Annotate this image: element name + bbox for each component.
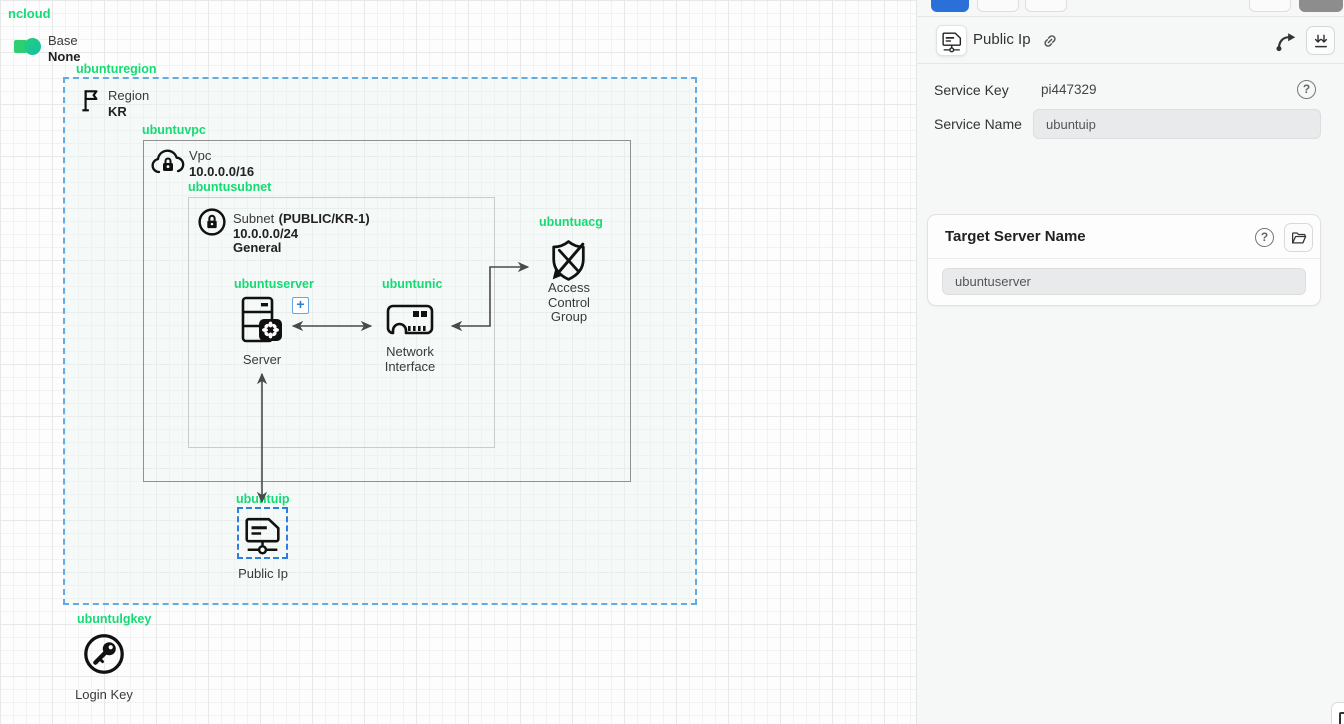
subnet-qualifier: (PUBLIC/KR-1)	[278, 211, 370, 226]
properties-panel: Public Ip	[916, 0, 1344, 724]
toolbar-strip	[917, 0, 1344, 17]
acg-shield-icon[interactable]	[544, 236, 593, 285]
server-add-button[interactable]: +	[292, 297, 309, 314]
toolbar-button-2[interactable]	[977, 0, 1019, 12]
login-key-name-label: ubuntulgkey	[77, 612, 152, 626]
subnet-cidr: 10.0.0.0/24	[233, 226, 299, 241]
service-name-label: Service Name	[934, 116, 1022, 132]
vpc-cloud-icon	[151, 149, 185, 174]
subnet-mode: General	[233, 240, 282, 255]
target-server-input[interactable]: ubuntuserver	[942, 268, 1306, 295]
subnet-type-label: Subnet	[233, 211, 275, 226]
acg-caption: Access Control Group	[548, 280, 590, 324]
vpc-type-label: Vpc	[189, 148, 212, 163]
region-flag-icon	[82, 90, 98, 112]
connector-jump-icon[interactable]	[1273, 28, 1299, 54]
toolbar-primary-button[interactable]	[931, 0, 969, 12]
panel-header: Public Ip	[917, 17, 1344, 64]
target-server-help-icon[interactable]: ?	[1255, 228, 1274, 247]
toolbar-dark-button[interactable]	[1299, 0, 1343, 12]
public-ip-caption: Public Ip	[238, 566, 288, 581]
target-server-value: ubuntuserver	[955, 274, 1031, 289]
network-interface-icon[interactable]	[384, 300, 436, 340]
target-server-title: Target Server Name	[945, 228, 1086, 245]
diagram-canvas[interactable]: ncloud Base None ubunturegion Region KR …	[0, 0, 916, 724]
ncloud-logo: ncloud	[8, 6, 51, 21]
nic-caption: Network Interface	[384, 344, 436, 374]
acg-name-label: ubuntuacg	[539, 215, 603, 229]
public-ip-name-label: ubuntuip	[236, 492, 290, 506]
vpc-name-label: ubuntuvpc	[142, 123, 206, 137]
collapse-all-button[interactable]	[1306, 26, 1335, 55]
service-name-input[interactable]: ubuntuip	[1033, 109, 1321, 139]
target-server-card-header: Target Server Name ?	[928, 215, 1320, 259]
service-key-value: pi447329	[1041, 82, 1097, 97]
public-ip-selection[interactable]	[237, 507, 288, 559]
region-value: KR	[108, 104, 127, 119]
service-name-value: ubuntuip	[1046, 116, 1096, 132]
region-name-label: ubunturegion	[76, 62, 157, 76]
nic-name-label: ubuntunic	[382, 277, 443, 291]
service-key-help-icon[interactable]: ?	[1297, 80, 1316, 99]
open-folder-icon	[1291, 231, 1306, 244]
toolbar-button-4[interactable]	[1249, 0, 1291, 12]
service-key-label: Service Key	[934, 82, 1009, 98]
panel-title: Public Ip	[973, 31, 1031, 48]
public-ip-icon[interactable]	[241, 511, 285, 556]
region-type-label: Region	[108, 88, 150, 103]
target-server-browse-button[interactable]	[1284, 223, 1313, 252]
base-circle-icon	[24, 38, 41, 55]
target-server-card: Target Server Name ? ubuntuserver	[927, 214, 1321, 306]
base-square-icon	[14, 40, 27, 53]
vpc-box[interactable]	[143, 140, 631, 482]
server-name-label: ubuntuserver	[234, 277, 314, 291]
login-key-caption: Login Key	[75, 687, 133, 702]
base-title: Base	[48, 33, 78, 48]
server-caption: Server	[242, 352, 282, 367]
link-icon[interactable]	[1041, 32, 1059, 50]
public-ip-tile-icon	[941, 31, 961, 52]
double-down-arrow-icon	[1314, 34, 1327, 47]
subnet-name-label: ubuntusubnet	[188, 180, 272, 194]
vpc-cidr: 10.0.0.0/16	[189, 164, 255, 179]
public-ip-tile	[936, 25, 967, 56]
base-subtitle: None	[48, 49, 81, 64]
subnet-lock-icon	[198, 208, 226, 236]
panel-body: Service Key pi447329 ? Service Name ubun…	[917, 64, 1344, 724]
toolbar-button-3[interactable]	[1025, 0, 1067, 12]
corner-widget-partial[interactable]	[1331, 702, 1344, 724]
server-icon[interactable]	[239, 295, 287, 345]
login-key-icon[interactable]	[81, 631, 127, 677]
base-node[interactable]: Base None	[14, 33, 134, 67]
